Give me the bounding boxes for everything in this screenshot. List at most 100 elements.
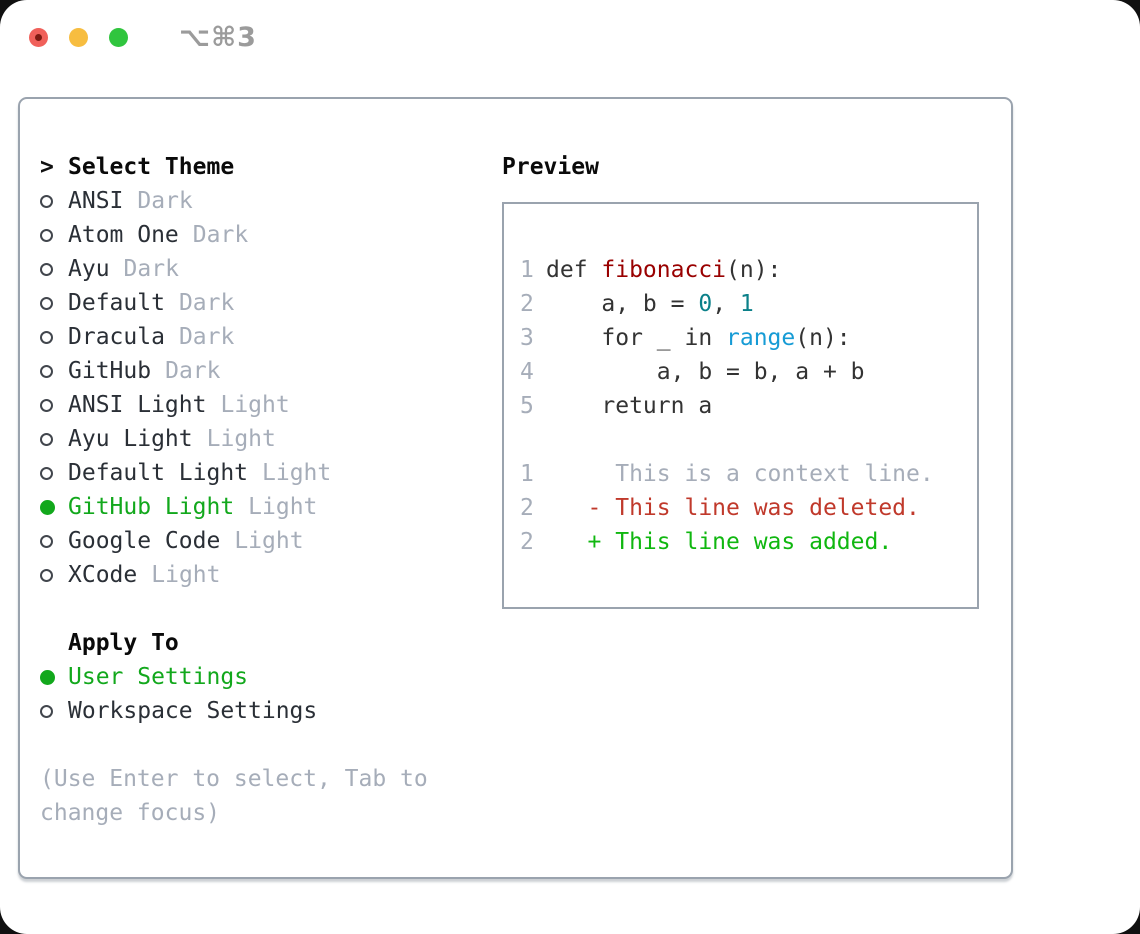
- hint-text: (Use Enter to select, Tab to change focu…: [40, 766, 428, 826]
- theme-option[interactable]: Google Code Light: [40, 524, 460, 558]
- option-label: Ayu: [68, 256, 110, 282]
- option-label: Google Code: [68, 528, 221, 554]
- theme-option[interactable]: GitHub Dark: [40, 354, 460, 388]
- radio-unselected-icon: [40, 364, 53, 378]
- line-number: 5: [520, 393, 534, 419]
- apply-option[interactable]: User Settings: [40, 660, 460, 694]
- code-text: a, b = 0, 1: [546, 291, 754, 317]
- line-number: 1: [520, 257, 534, 283]
- code-line: [520, 423, 977, 457]
- code-line: 2 - This line was deleted.: [520, 491, 977, 525]
- option-label: GitHub: [68, 358, 152, 384]
- apply-option[interactable]: Workspace Settings: [40, 694, 460, 728]
- variant-tag: Light: [151, 562, 221, 588]
- option-label: Dracula: [68, 324, 165, 350]
- option-label: Ayu Light: [68, 426, 193, 452]
- radio-unselected-icon: [40, 296, 53, 310]
- code-text: This is a context line.: [546, 461, 934, 487]
- variant-tag: Light: [220, 392, 290, 418]
- code-text: for _ in range(n):: [546, 325, 851, 351]
- code-line: 2 a, b = 0, 1: [520, 287, 977, 321]
- radio-unselected-icon: [40, 228, 53, 242]
- code-text: a, b = b, a + b: [546, 359, 865, 385]
- theme-option[interactable]: Ayu Light Light: [40, 422, 460, 456]
- code-line: 1 def fibonacci(n):: [520, 253, 977, 287]
- theme-option[interactable]: Default Light Light: [40, 456, 460, 490]
- preview-title: Preview: [502, 154, 599, 180]
- theme-option[interactable]: Default Dark: [40, 286, 460, 320]
- code-line: 1 This is a context line.: [520, 457, 977, 491]
- window-title: ⌥⌘3: [179, 21, 257, 53]
- radio-unselected-icon: [40, 568, 53, 582]
- option-label: GitHub Light: [68, 494, 235, 520]
- radio-unselected-icon: [40, 262, 53, 276]
- theme-option[interactable]: Ayu Dark: [40, 252, 460, 286]
- variant-tag: Light: [206, 426, 276, 452]
- maximize-button[interactable]: [109, 27, 128, 47]
- variant-tag: Dark: [123, 256, 179, 282]
- variant-tag: Dark: [178, 290, 235, 316]
- code-text: def fibonacci(n):: [546, 257, 782, 283]
- theme-option[interactable]: ANSI Dark: [40, 184, 460, 218]
- radio-unselected-icon: [40, 704, 53, 718]
- preview-heading: Preview: [502, 150, 979, 184]
- line-number: 2: [520, 529, 534, 555]
- option-label: ANSI Light: [68, 392, 207, 418]
- titlebar: ⌥⌘3: [0, 0, 1140, 74]
- spacer: [40, 592, 460, 626]
- theme-option[interactable]: GitHub Light Light: [40, 490, 460, 524]
- line-number: 4: [520, 359, 534, 385]
- radio-unselected-icon: [40, 466, 53, 480]
- option-label: Default Light: [68, 460, 249, 486]
- option-label: ANSI: [68, 188, 124, 214]
- variant-tag: Light: [234, 528, 304, 554]
- line-number: 3: [520, 325, 534, 351]
- radio-unselected-icon: [40, 194, 53, 208]
- radio-selected-icon: [40, 669, 55, 685]
- radio-unselected-icon: [40, 534, 53, 548]
- minimize-button[interactable]: [69, 27, 88, 47]
- line-number: [520, 423, 546, 457]
- apply-to-heading: Apply To: [40, 626, 460, 660]
- option-label: Atom One: [68, 222, 179, 248]
- theme-option[interactable]: ANSI Light Light: [40, 388, 460, 422]
- line-number: 1: [520, 461, 534, 487]
- radio-unselected-icon: [40, 432, 53, 446]
- apply-to-title: Apply To: [68, 630, 179, 656]
- code-text: + This line was added.: [546, 529, 893, 555]
- variant-tag: Light: [248, 494, 318, 520]
- variant-tag: Dark: [165, 358, 221, 384]
- code-text: - This line was deleted.: [546, 495, 920, 521]
- line-number: 2: [520, 495, 534, 521]
- variant-tag: Dark: [137, 188, 193, 214]
- close-dot-icon: [35, 33, 42, 41]
- code-line: 3 for _ in range(n):: [520, 321, 977, 355]
- variant-tag: Light: [262, 460, 332, 486]
- theme-option[interactable]: Atom One Dark: [40, 218, 460, 252]
- variant-tag: Dark: [178, 324, 235, 350]
- select-theme-heading: > Select Theme: [40, 150, 460, 184]
- option-label: Default: [68, 290, 165, 316]
- option-label: User Settings: [68, 664, 249, 690]
- radio-selected-icon: [40, 499, 55, 515]
- theme-option[interactable]: Dracula Dark: [40, 320, 460, 354]
- code-line: 4 a, b = b, a + b: [520, 355, 977, 389]
- option-label: Workspace Settings: [68, 698, 318, 724]
- option-label: XCode: [68, 562, 138, 588]
- line-number: 2: [520, 291, 534, 317]
- close-button[interactable]: [29, 27, 48, 47]
- code-line: 2 + This line was added.: [520, 525, 977, 559]
- radio-unselected-icon: [40, 398, 53, 412]
- theme-option[interactable]: XCode Light: [40, 558, 460, 592]
- code-text: return a: [546, 393, 713, 419]
- select-theme-title: Select Theme: [68, 154, 235, 180]
- variant-tag: Dark: [192, 222, 249, 248]
- prompt-caret-icon: >: [40, 154, 54, 180]
